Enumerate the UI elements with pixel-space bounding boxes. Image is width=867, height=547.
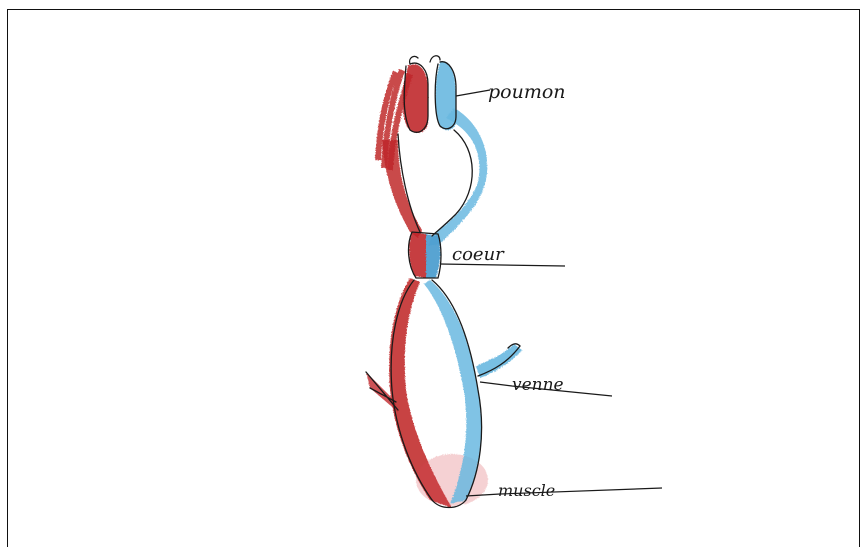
leader-poumon (456, 90, 490, 96)
label-poumon: poumon (488, 81, 566, 103)
label-muscle: muscle (498, 481, 555, 500)
heart-blue-half (426, 234, 440, 278)
blue-side-branch (476, 344, 522, 378)
label-veine: venne (512, 375, 564, 395)
leader-muscle (466, 488, 662, 496)
pulmonary-artery-blue (428, 108, 487, 246)
blue-vessels (424, 61, 522, 504)
label-coeur: coeur (452, 244, 505, 265)
